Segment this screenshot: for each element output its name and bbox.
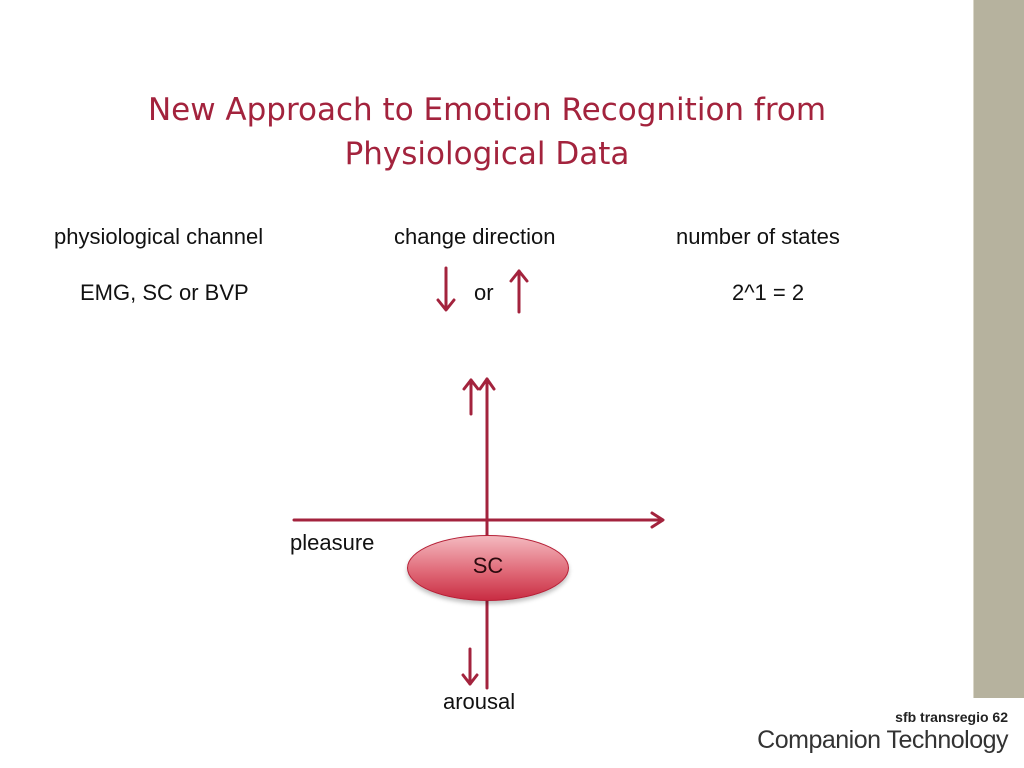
value-channels: EMG, SC or BVP <box>80 280 249 305</box>
down-arrow-icon <box>436 266 456 312</box>
brand-line1: sfb transregio 62 <box>895 709 1008 725</box>
pleasure-label: pleasure <box>290 530 375 555</box>
value-or: or <box>474 280 494 305</box>
header-physiological-channel: physiological channel <box>54 224 264 249</box>
value-number-of-states: 2^1 = 2 <box>732 280 805 305</box>
slide-title-line1: New Approach to Emotion Recognition from <box>147 92 827 128</box>
slide-title: New Approach to Emotion Recognition from… <box>40 88 934 176</box>
sc-label: SC <box>472 553 504 578</box>
sc-ellipse: SC <box>407 535 569 601</box>
up-arrow-icon <box>509 269 529 314</box>
brand-line2: Companion Technology <box>757 726 1008 754</box>
arousal-axis <box>478 377 496 690</box>
header-change-direction: change direction <box>394 224 556 249</box>
arousal-label: arousal <box>443 689 516 714</box>
brand-logo: sfb transregio 62 Companion Technology <box>757 709 1008 755</box>
header-number-of-states: number of states <box>676 224 840 249</box>
slide-title-line2: Physiological Data <box>344 136 630 172</box>
arousal-up-arrow-icon <box>462 378 480 416</box>
decorative-sidebar-bar <box>973 0 1024 698</box>
arousal-down-arrow-icon <box>461 647 479 686</box>
pleasure-axis <box>292 511 665 529</box>
